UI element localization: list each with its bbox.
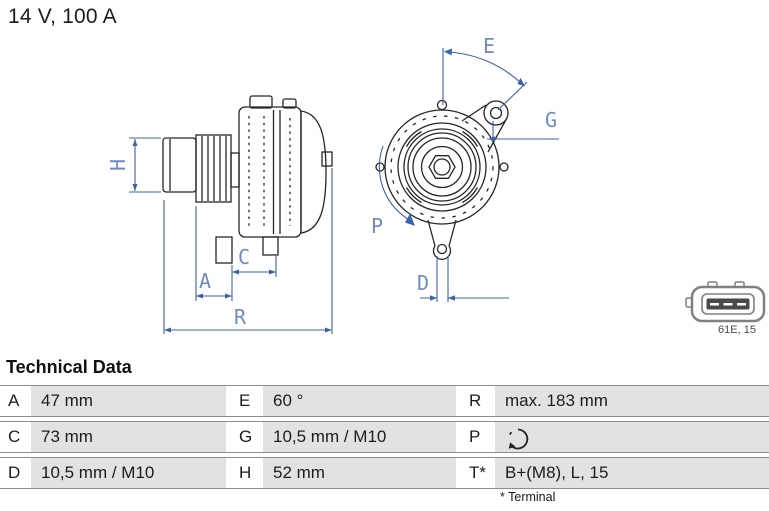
spec-value-cell: B+(M8), L, 15 — [495, 458, 769, 488]
rating-text: 14 V, 100 A — [8, 5, 117, 28]
dim-label-e: E — [483, 34, 495, 58]
spec-label-cell: R — [456, 386, 495, 416]
spec-label-cell: C — [0, 422, 31, 452]
spec-label-cell: A — [0, 386, 31, 416]
front-view-dimensions: E G P D — [371, 34, 559, 302]
spec-value-cell: 10,5 mm / M10 — [263, 422, 456, 452]
spec-label-cell: G — [226, 422, 263, 452]
spec-value-cell: 10,5 mm / M10 — [31, 458, 226, 488]
spec-value-cell: 60 ° — [263, 386, 456, 416]
spec-label-cell: E — [226, 386, 263, 416]
technical-data-table: A 47 mm E 60 ° R max. 183 mm C 73 mm G 1… — [0, 385, 769, 493]
dim-label-h: H — [106, 159, 130, 171]
dim-label-d: D — [417, 271, 429, 295]
table-row: A 47 mm E 60 ° R max. 183 mm — [0, 385, 769, 417]
technical-data-title: Technical Data — [6, 357, 132, 377]
side-view-dimensions: H A C R — [106, 137, 333, 334]
spec-value-cell: max. 183 mm — [495, 386, 769, 416]
dim-label-r: R — [234, 305, 247, 329]
dim-label-p: P — [371, 214, 383, 238]
connector-code-label: 61E, 15 — [718, 324, 756, 336]
spec-label-cell: D — [0, 458, 31, 488]
dim-label-g: G — [545, 108, 557, 132]
table-row: D 10,5 mm / M10 H 52 mm T* B+(M8), L, 15 — [0, 457, 769, 489]
side-view-drawing — [162, 95, 333, 264]
connector-icon: 61E, 15 — [685, 281, 766, 336]
dim-label-a: A — [199, 269, 211, 293]
rotation-ccw-icon — [508, 428, 529, 449]
front-view-drawing — [375, 99, 509, 260]
rotation-direction-value — [495, 422, 769, 452]
dim-label-c: C — [238, 245, 250, 269]
spec-value-cell: 47 mm — [31, 386, 226, 416]
technical-drawing: H A C R — [106, 34, 766, 336]
spec-value-cell: 73 mm — [31, 422, 226, 452]
terminal-footnote: * Terminal — [500, 490, 556, 504]
spec-label-cell: P — [456, 422, 495, 452]
table-row: C 73 mm G 10,5 mm / M10 P — [0, 421, 769, 453]
spec-value-cell: 52 mm — [263, 458, 456, 488]
spec-label-cell: T* — [456, 458, 495, 488]
spec-label-cell: H — [226, 458, 263, 488]
